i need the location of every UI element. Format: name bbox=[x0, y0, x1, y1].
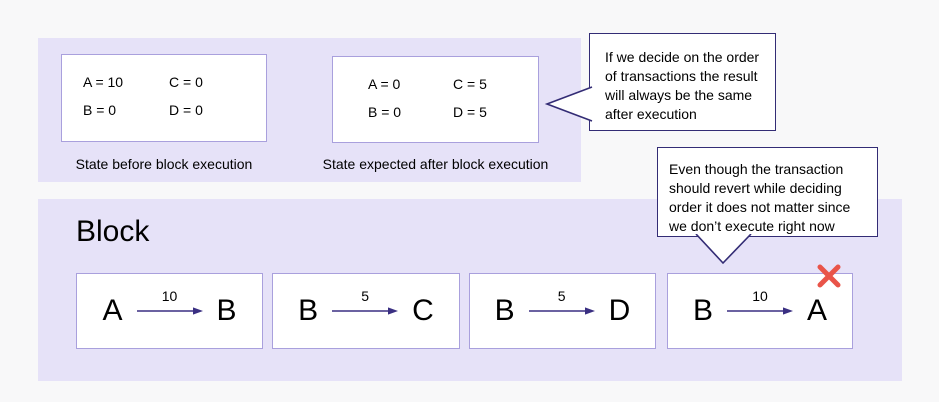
transaction-box: B 5 C bbox=[272, 273, 460, 349]
tx-to: A bbox=[807, 294, 828, 327]
callout-line: we don’t execute right now bbox=[669, 218, 835, 234]
callout-line: should revert while deciding bbox=[669, 180, 842, 196]
state-value: B = 0 bbox=[368, 104, 402, 120]
state-value: C = 5 bbox=[453, 76, 487, 92]
state-value: D = 5 bbox=[453, 104, 487, 120]
transfer-arrow-icon bbox=[528, 307, 595, 315]
tx-arrow: 5 bbox=[332, 288, 399, 334]
tx-amount: 5 bbox=[557, 288, 566, 304]
tx-from: A bbox=[102, 294, 123, 327]
state-value: B = 0 bbox=[83, 102, 117, 118]
transfer-arrow-icon bbox=[332, 307, 399, 315]
transaction-box: B 5 D bbox=[469, 273, 656, 349]
tx-arrow: 5 bbox=[528, 288, 595, 334]
transfer-arrow-icon bbox=[136, 307, 203, 315]
state-value: D = 0 bbox=[169, 102, 203, 118]
callout-line: If we decide on the order bbox=[605, 49, 760, 65]
rejected-x-icon bbox=[817, 264, 841, 288]
tx-to: C bbox=[412, 294, 434, 327]
callout-revert: Even though the transaction should rever… bbox=[657, 147, 878, 237]
state-value: A = 0 bbox=[368, 76, 401, 92]
tx-to: B bbox=[216, 294, 237, 327]
tx-from: B bbox=[494, 294, 515, 327]
callout-revert-tail bbox=[695, 234, 752, 265]
block-title: Block bbox=[76, 215, 150, 248]
callout-order-tail bbox=[544, 86, 593, 122]
transaction-box: A 10 B bbox=[76, 273, 263, 349]
callout-line: Even though the transaction bbox=[669, 161, 844, 177]
callout-line: order it does not matter since bbox=[669, 199, 851, 215]
state-before-card: A = 10 C = 0 B = 0 D = 0 bbox=[61, 54, 267, 142]
tx-amount: 10 bbox=[752, 288, 768, 304]
state-after-caption: State expected after block execution bbox=[322, 156, 549, 172]
callout-line: of transactions the result bbox=[605, 68, 758, 84]
callout-line: will always be the same bbox=[605, 87, 753, 103]
callout-order: If we decide on the order of transaction… bbox=[589, 33, 776, 131]
tx-from: B bbox=[298, 294, 319, 327]
tx-to: D bbox=[608, 294, 631, 327]
state-value: A = 10 bbox=[83, 74, 124, 90]
tx-arrow: 10 bbox=[727, 288, 793, 334]
tx-arrow: 10 bbox=[136, 288, 203, 334]
tx-amount: 5 bbox=[361, 288, 370, 304]
transfer-arrow-icon bbox=[727, 307, 793, 315]
state-before-caption: State before block execution bbox=[75, 156, 253, 172]
state-after-card: A = 0 C = 5 B = 0 D = 5 bbox=[332, 56, 539, 143]
callout-line: after execution bbox=[605, 106, 697, 122]
tx-from: B bbox=[692, 294, 713, 327]
state-value: C = 0 bbox=[169, 74, 203, 90]
tx-amount: 10 bbox=[161, 288, 178, 304]
